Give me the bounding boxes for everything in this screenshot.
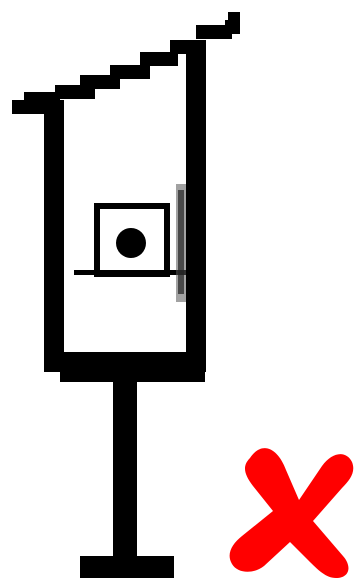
base xyxy=(80,556,174,578)
x-mark-icon xyxy=(230,448,354,578)
opening-frame xyxy=(97,206,167,274)
pole xyxy=(113,372,137,562)
entrance-hole xyxy=(116,228,146,258)
